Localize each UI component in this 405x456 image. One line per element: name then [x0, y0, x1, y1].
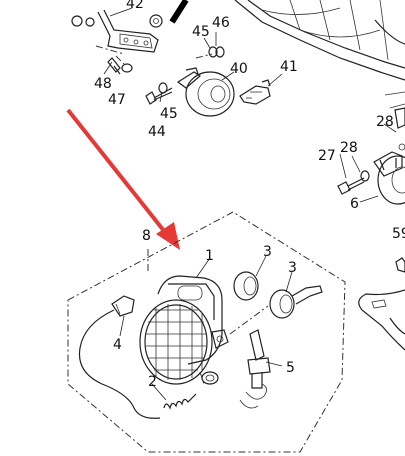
label-42: 42	[126, 0, 144, 12]
headlight-kit-boundary	[67, 211, 346, 453]
label-28-top: 28	[376, 114, 394, 130]
label-48: 48	[94, 76, 112, 92]
label-47: 47	[108, 92, 126, 108]
right-horn-assembly	[337, 143, 405, 205]
horn-assembly	[145, 46, 271, 117]
label-27: 27	[318, 148, 336, 164]
label-28: 28	[340, 140, 358, 156]
chassis-frame-fragment	[234, 0, 405, 129]
label-1: 1	[205, 248, 214, 264]
horn-bracket-assembly	[71, 9, 163, 75]
label-41: 41	[280, 59, 298, 75]
label-46: 46	[212, 15, 230, 31]
label-3-left: 3	[263, 244, 272, 260]
lower-right-plate	[358, 257, 405, 351]
label-4: 4	[113, 337, 122, 353]
label-45-top: 45	[192, 24, 210, 40]
label-44: 44	[148, 124, 166, 140]
label-3-right: 3	[288, 260, 297, 276]
leader-lines	[103, 7, 397, 401]
label-40: 40	[230, 61, 248, 77]
label-5: 5	[286, 360, 295, 376]
label-59: 59	[392, 226, 405, 242]
label-45-lower: 45	[160, 106, 178, 122]
label-2: 2	[148, 374, 157, 390]
label-8: 8	[142, 228, 151, 244]
label-6: 6	[350, 196, 359, 212]
black-pointer-stroke	[169, 0, 189, 24]
callout-labels: 42 45 46 40 41 48 47 45 44 28 27 28 6 59…	[94, 0, 405, 390]
headlight-assembly	[78, 271, 323, 419]
